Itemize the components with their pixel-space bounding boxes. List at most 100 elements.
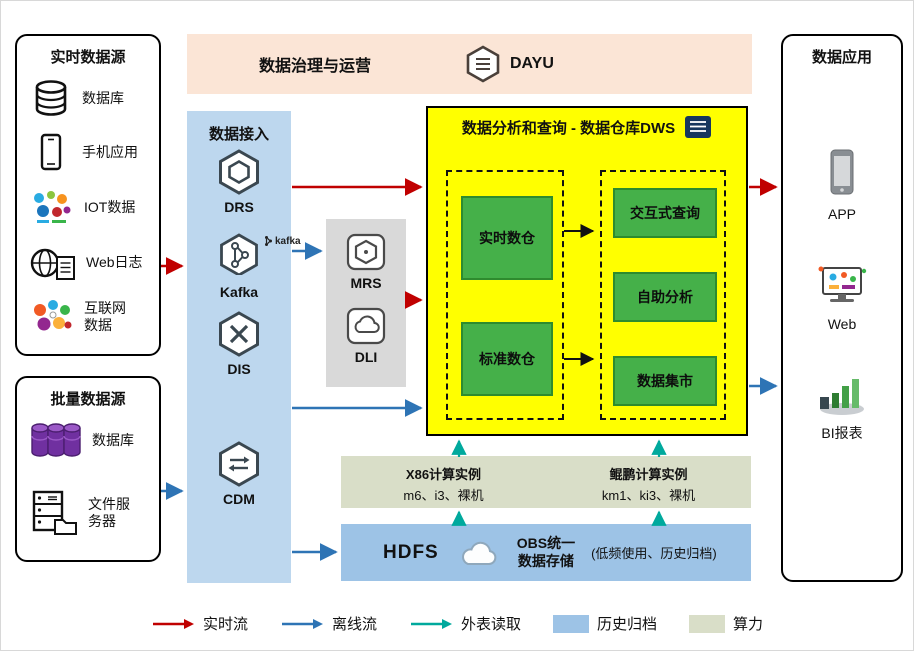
panel-realtime-sources: 实时数据源 数据库 手机应用 [15,34,161,356]
app-item-label: APP [827,206,856,222]
source-item-label: 数据库 [92,432,134,449]
legend-item-realtime: 实时流 [151,613,248,634]
panel-realtime-sources-title: 实时数据源 [50,49,126,66]
compute-x86-subtitle: m6、i3、裸机 [403,488,484,503]
dayu-icon [466,45,500,83]
document-icon [685,116,712,138]
database-purple-icon [31,423,81,457]
source-item-mobile: 手机应用 [29,128,138,178]
source-item-internet: 互联网数据 [29,292,134,342]
dws-box-realtime-warehouse: 实时数仓 [461,196,553,280]
dws-warehouse-group: 实时数仓 标准数仓 [446,170,564,420]
compute-kunpeng-subtitle: km1、ki3、裸机 [601,488,696,503]
source-item-label: 文件服务器 [88,495,130,530]
dws-title: 数据分析和查询 - 数据仓库DWS [461,119,676,137]
cdm-icon [219,441,259,487]
compute-swatch [689,614,726,633]
mrs-icon [346,233,386,271]
archive-swatch [553,614,589,633]
kafka-logo-icon [265,236,272,246]
service-dli: DLI [326,307,406,365]
external-read-arrow-icon [410,618,452,629]
source-item-label: 数据库 [82,90,124,107]
panel-batch-sources: 批量数据源 数据库 [15,376,161,562]
dws-box-self-analysis: 自助分析 [613,272,717,322]
obs-label-line1: OBS统一 [516,535,576,551]
dis-icon [219,311,259,357]
compute-x86: X86计算实例 m6、i3、裸机 [341,456,546,508]
app-item-bi: BI报表 [783,371,901,443]
source-item-label: Web日志 [86,254,143,271]
panel-applications-title: 数据应用 [811,49,872,66]
service-label: DRS [224,199,254,215]
governance-title: 数据治理与运营 [259,58,372,75]
app-icon [830,149,854,195]
compute-kunpeng: 鲲鹏计算实例 km1、ki3、裸机 [546,456,751,508]
obs-note: (低频使用、历史归档) [591,546,717,561]
compute-kunpeng-title: 鲲鹏计算实例 [609,467,688,482]
web-log-icon [30,248,75,280]
app-item-label: Web [827,316,857,332]
kafka-badge-label: kafka [275,235,301,247]
obs-cloud-icon [461,541,497,565]
service-dis: DIS [187,311,291,377]
offline-flow-arrow-icon [281,618,323,629]
web-icon [818,266,867,302]
file-server-icon [32,490,77,535]
legend-label: 离线流 [331,616,377,633]
service-label: DLI [354,349,378,365]
panel-ingestion: 数据接入 DRS [187,111,301,583]
source-item-database: 数据库 [29,74,124,124]
kafka-icon [220,233,258,277]
legend-item-external: 外表读取 [409,613,521,634]
compute-x86-title: X86计算实例 [405,467,482,482]
panel-dws: 数据分析和查询 - 数据仓库DWS 实时数仓 标准数仓 交互式查询 自助分析 数… [426,106,748,436]
legend-label: 外表读取 [460,616,521,633]
service-label: Kafka [219,284,259,300]
service-kafka: kafka Kafka [187,233,301,300]
governance-product-name: DAYU [510,55,554,72]
realtime-flow-arrow-icon [152,618,194,629]
service-label: CDM [223,491,255,507]
app-item-label: BI报表 [821,425,863,441]
source-item-label: 手机应用 [82,144,138,161]
service-cdm: CDM [187,441,291,507]
hdfs-label: HDFS [383,541,439,563]
iot-icon [34,191,71,223]
drs-icon [219,149,259,195]
legend-label: 实时流 [202,616,248,633]
app-item-app: APP [783,148,901,222]
dws-header: 数据分析和查询 - 数据仓库DWS [428,115,746,139]
bi-report-icon [820,379,864,415]
governance-product: DAYU [465,45,554,83]
panel-storage: HDFS OBS统一 数据存储 (低频使用、历史归档) [341,524,751,581]
source-item-label: 互联网数据 [84,299,126,334]
obs-label: OBS统一 数据存储 [517,535,575,570]
source-item-iot: IOT数据 [29,183,135,233]
service-drs: DRS [187,149,291,215]
panel-batch-sources-title: 批量数据源 [50,391,126,408]
mobile-app-icon [40,133,62,171]
service-mrs: MRS [326,233,406,291]
source-item-batch-database: 数据库 [29,416,134,466]
dws-analysis-group: 交互式查询 自助分析 数据集市 [600,170,726,420]
service-label: DIS [227,361,251,377]
obs-label-line2: 数据存储 [517,552,574,569]
source-item-weblog: Web日志 [29,238,143,288]
panel-applications: 数据应用 APP Web [781,34,903,582]
legend-label: 算力 [733,616,764,633]
kafka-badge: kafka [263,235,301,247]
database-icon [35,80,67,116]
panel-ingestion-title: 数据接入 [208,126,269,143]
legend-item-offline: 离线流 [280,613,377,634]
internet-data-icon [34,300,72,331]
legend-item-archive: 历史归档 [553,613,657,634]
panel-staging: MRS DLI [326,219,406,387]
source-item-file-server: 文件服务器 [29,488,136,538]
source-item-label: IOT数据 [84,199,136,216]
legend-item-compute: 算力 [689,613,763,634]
app-item-web: Web [783,264,901,332]
legend: 实时流 离线流 外表读取 历史归档 算力 [1,613,913,634]
panel-compute: X86计算实例 m6、i3、裸机 鲲鹏计算实例 km1、ki3、裸机 [341,456,751,508]
legend-label: 历史归档 [597,616,658,633]
